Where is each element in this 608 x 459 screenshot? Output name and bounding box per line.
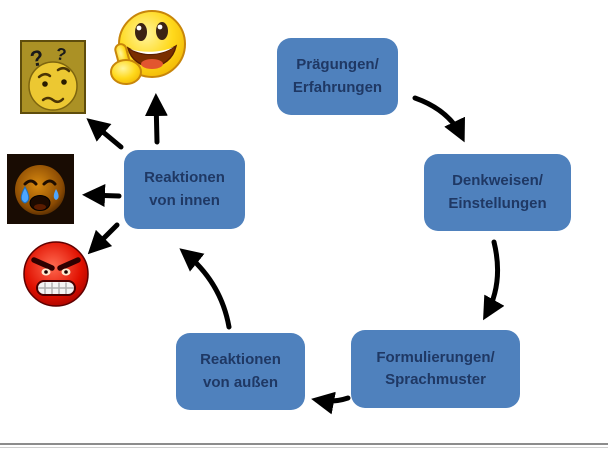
confused-right-eye [61,79,67,85]
arrow-aussen-to-innen [179,248,232,330]
node-label-line: Sprachmuster [385,371,486,388]
node-label-line: Prägungen/ [296,56,379,73]
eye-highlight [136,25,142,31]
confused-left-brow [37,73,52,79]
laughing-smiley-thumbs-up-icon [110,6,188,90]
teeth-lines [38,282,74,294]
angry-left-brow [31,257,55,271]
node-praegungen-erfahrungen: Prägungen/ Erfahrungen [277,38,398,115]
confused-face-question-marks-icon: ? ? [20,40,86,114]
confused-face [28,61,78,111]
tear-drop [20,185,30,204]
arrow-innen-to-crying [82,184,122,208]
confused-right-brow [56,67,71,73]
footer-divider-shadow [0,447,608,448]
arrow-innen-to-thumbsup [144,93,168,145]
node-reaktionen-von-innen: Reaktionen von innen [124,150,245,229]
node-label-line: Einstellungen [448,194,547,212]
node-label-line: Reaktionen [144,169,225,186]
node-label-line: von außen [202,373,278,391]
arrow-praegungen-to-denkweisen [412,95,465,143]
node-label-line: Reaktionen [200,351,281,368]
smiley-left-eye [135,23,147,41]
smiley-tongue [141,59,163,69]
question-mark: ? [28,45,46,72]
angry-red-face-icon [21,238,91,310]
crying-right-eye [42,179,57,186]
node-label-line: von innen [149,191,220,209]
smiley-teeth [130,47,174,55]
node-label-line: Erfahrungen [292,78,383,96]
crying-face [15,165,65,215]
crying-left-eye [23,179,38,186]
arrow-innen-to-confused [86,118,124,150]
node-label-line: Denkweisen/ [452,172,543,189]
crying-tongue [34,204,46,210]
tear-drop [53,189,59,200]
arrow-formulierungen-to-aussen [311,391,351,415]
angry-face [23,241,89,307]
arrow-denkweisen-to-formulierungen [483,239,505,321]
smiley-right-eye [156,22,168,40]
node-denkweisen-einstellungen: Denkweisen/ Einstellungen [424,154,571,231]
question-mark: ? [55,44,68,64]
arrow-innen-to-angry [87,222,120,255]
node-reaktionen-von-aussen: Reaktionen von außen [176,333,305,410]
pupil [44,270,48,274]
confused-left-eye [42,81,48,87]
angry-right-brow [57,257,81,271]
node-label-line: Formulierungen/ [376,348,495,366]
node-formulierungen-sprachmuster: Formulierungen/ Sprachmuster [351,330,520,408]
fist [110,59,142,85]
smiley-mouth [126,44,178,68]
eye-highlight [157,24,163,30]
confused-mouth [41,96,65,103]
crying-face-icon [7,154,74,224]
pupil [64,270,68,274]
footer-divider [0,443,608,445]
